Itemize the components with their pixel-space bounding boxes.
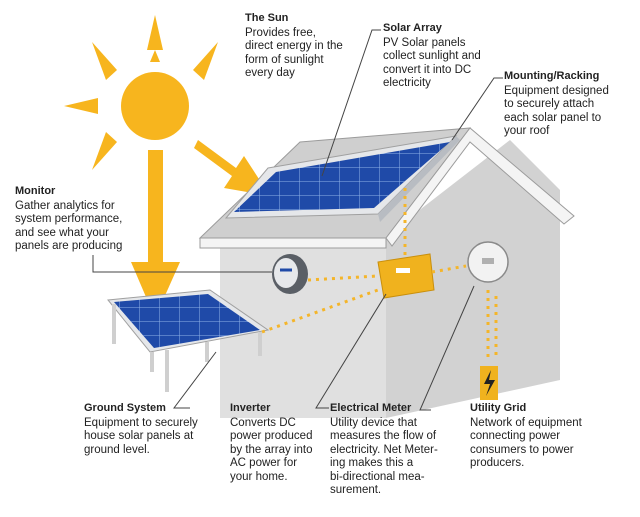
label-solar-array-desc: PV Solar panels collect sunlight and con…: [383, 36, 481, 90]
label-monitor-desc: Gather analytics for system performance,…: [15, 199, 123, 253]
wiring: [261, 188, 498, 362]
label-solar-array: Solar Array PV Solar panels collect sunl…: [383, 22, 508, 91]
label-monitor: Monitor Gather analytics for system perf…: [15, 185, 145, 254]
label-ground-system-desc: Equipment to securely house solar panels…: [84, 416, 198, 456]
label-mounting-racking: Mounting/Racking Equipment designed to s…: [504, 70, 634, 139]
label-inverter-title: Inverter: [230, 402, 271, 414]
sunlight-arrow-ground: [131, 150, 180, 318]
label-the-sun-title: The Sun: [245, 12, 289, 24]
label-the-sun-desc: Provides free, direct energy in the form…: [245, 26, 343, 80]
label-monitor-title: Monitor: [15, 185, 56, 197]
label-ground-system: Ground System Equipment to securely hous…: [84, 402, 219, 457]
utility-grid-sign: [480, 366, 498, 400]
monitor-device: [272, 254, 308, 294]
label-utility-grid: Utility Grid Network of equipment connec…: [470, 402, 630, 471]
electrical-meter: [467, 241, 509, 283]
label-utility-grid-title: Utility Grid: [470, 402, 527, 414]
label-mounting-racking-desc: Equipment designed to securely attach ea…: [504, 84, 609, 138]
roof-solar-array: [224, 135, 460, 222]
label-the-sun: The Sun Provides free, direct energy in …: [245, 12, 375, 81]
ground-solar-panels: [107, 289, 270, 392]
label-inverter: Inverter Converts DC power produced by t…: [230, 402, 330, 484]
label-ground-system-title: Ground System: [84, 402, 166, 414]
inverter-box: [377, 253, 435, 299]
sun-icon: [64, 15, 218, 170]
label-mounting-racking-title: Mounting/Racking: [504, 70, 600, 82]
label-electrical-meter: Electrical Meter Utility device that mea…: [330, 402, 460, 498]
label-inverter-desc: Converts DC power produced by the array …: [230, 416, 313, 483]
label-electrical-meter-title: Electrical Meter: [330, 402, 412, 414]
label-solar-array-title: Solar Array: [383, 22, 442, 34]
leader-lines: [92, 29, 503, 411]
label-electrical-meter-desc: Utility device that measures the flow of…: [330, 416, 438, 497]
label-utility-grid-desc: Network of equipment connecting power co…: [470, 416, 582, 470]
sunlight-arrow-roof: [194, 140, 270, 196]
